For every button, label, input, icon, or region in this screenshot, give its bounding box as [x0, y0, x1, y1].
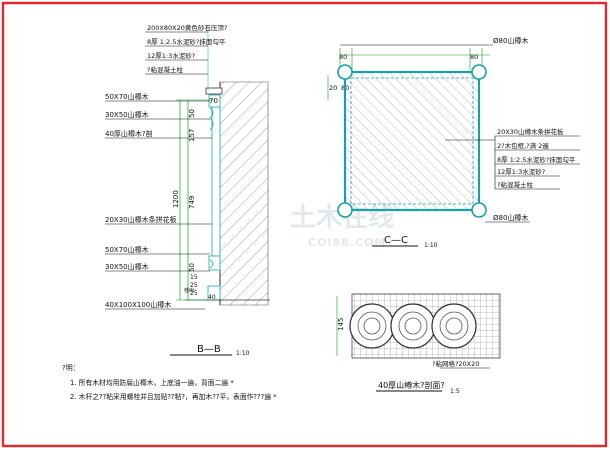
dim-25b: 25 — [190, 290, 198, 297]
notes: ?明： 1. 所有木材均用防腐山樽木，上底油一遍，背面二遍 * 2. 木杆之??… — [62, 364, 277, 401]
bb-scale: 1:10 — [236, 350, 250, 357]
dim-1200: 1200 — [172, 190, 180, 208]
cc-dim-top-right: 80 — [470, 53, 478, 61]
detail-dim: 145 — [337, 318, 345, 331]
bb-label-0: 200X80X20黄色砂石压顶? — [147, 23, 227, 32]
dim-25: 25 — [190, 282, 198, 289]
cc-label-2: 8厚 1:2.5水泥砂?抹面勾平 — [497, 155, 576, 164]
detail-title: 40厚山樽木?剖面? — [378, 380, 445, 390]
cc-dim-top-left: 80 — [339, 53, 347, 61]
dim-70: 70 — [209, 97, 218, 105]
notes-item-2: 2. 木杆之??粘采用螺栓并且加贴??粘?，再加木??平，表面作???遍 * — [70, 392, 277, 401]
bb-label-1: 8厚 1:2.5水泥砂?抹面勾平 — [147, 37, 226, 46]
detail-scale: 1:5 — [450, 388, 460, 395]
dim-40: 40 — [208, 294, 216, 301]
cc-label-0: 20X30山樽木条拼花板 — [497, 127, 564, 136]
cc-label-3: 12厚1:3水泥砂? — [497, 167, 545, 176]
log-bottom-left — [337, 202, 353, 218]
watermark-sub: COI88.COM — [308, 236, 386, 249]
cc-title: C—C — [384, 235, 408, 246]
cc-bottom-label: Ø80山樽木 — [493, 213, 528, 222]
bb-label-7: 20X30山樽木条拼花板 — [105, 215, 177, 224]
small-label: 桂树 — [184, 287, 194, 294]
bb-label-6: 40厚山樽木?剖 — [105, 129, 153, 138]
ring-2 — [390, 303, 436, 349]
section-cc: 80 80 Ø80山樽木 20 80 20X30山樽木条拼花板 2?木包框,?满… — [327, 36, 580, 249]
section-bb: 70 50 157 749 1200 50 15 25 25 40 桂树 200… — [105, 23, 270, 357]
log-top-left — [337, 64, 353, 80]
concrete-wall — [219, 81, 269, 306]
cc-scale: 1:10 — [424, 242, 438, 249]
detail-label: ?粘网格?20X20 — [432, 359, 479, 368]
cc-dim-left-a: 20 — [329, 84, 337, 92]
bb-label-4: 50X70山樽木 — [105, 92, 149, 101]
bb-label-8: 50X70山樽木 — [105, 245, 149, 254]
log-top-right — [471, 64, 487, 80]
cc-panel — [343, 70, 481, 212]
wood-panel — [211, 105, 221, 257]
bb-label-5: 30X50山樽木 — [105, 110, 149, 119]
bb-label-3: ?粘混凝土柱 — [147, 65, 183, 74]
dim-15: 15 — [190, 274, 198, 281]
notes-heading: ?明： — [62, 364, 80, 372]
dim-50: 50 — [188, 109, 196, 118]
ring-1 — [349, 303, 395, 349]
bb-title: B—B — [197, 344, 221, 355]
ring-3 — [431, 303, 477, 349]
cc-label-1: 2?木包框,?满 2遍 — [497, 141, 549, 150]
cc-label-4: ?粘混凝土柱 — [497, 180, 533, 189]
bb-label-10: 40X100X100山樽木 — [105, 300, 171, 309]
dim-749: 749 — [188, 196, 196, 209]
log-bottom-right — [471, 202, 487, 218]
dim-50b: 50 — [188, 263, 196, 272]
notes-item-1: 1. 所有木材均用防腐山樽木，上底油一遍，背面二遍 * — [70, 378, 234, 387]
dim-157: 157 — [188, 129, 196, 142]
cc-top-label: Ø80山樽木 — [493, 36, 528, 45]
detail-lattice: 145 ?粘网格?20X20 40厚山樽木?剖面? 1:5 — [336, 293, 501, 395]
bb-label-9: 30X50山樽木 — [105, 262, 149, 271]
bb-label-2: 12厚1:3水泥砂? — [147, 51, 195, 60]
